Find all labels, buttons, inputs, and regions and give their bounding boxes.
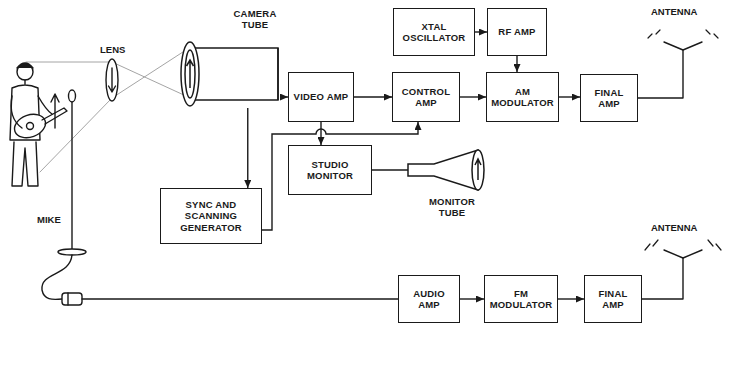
modulator-box: FM MODULATOR: [484, 275, 558, 323]
block-label: AM MODULATOR: [490, 86, 555, 109]
signal-arrow: [262, 122, 418, 230]
signal-arrow: [516, 56, 517, 72]
amplifier-box: CONTROL AMP: [392, 72, 460, 122]
signal-arrow: [320, 122, 321, 145]
block-label: CAMERA TUBE: [232, 8, 278, 31]
signal-arrow: [247, 108, 248, 188]
camera-tube: CAMERA TUBE: [176, 8, 280, 108]
signal-arrow: [558, 298, 584, 299]
lens: [106, 59, 118, 101]
part-label: MIKE: [36, 214, 62, 225]
amplifier-box: RF AMP: [487, 8, 547, 56]
amplifier-box: FINAL AMP: [584, 275, 642, 323]
signal-arrow: [559, 96, 580, 97]
oscillator-box: XTAL OSCILLATOR: [393, 8, 475, 56]
block-label: FINAL AMP: [588, 288, 638, 311]
amplifier-box: AUDIO AMP: [398, 275, 460, 323]
object-arrow: [51, 94, 59, 128]
block-label: AUDIO AMP: [402, 288, 456, 311]
signal-arrow: [475, 31, 487, 32]
signal-arrow: [372, 169, 408, 170]
light-ray: [26, 50, 186, 172]
antenna-label: ANTENNA: [650, 222, 698, 233]
modulator-box: AM MODULATOR: [486, 72, 559, 122]
performer-figure: [10, 63, 67, 186]
monitor-box: STUDIO MONITOR: [288, 145, 372, 195]
microphone-stand: [42, 90, 398, 305]
signal-arrow: [460, 96, 486, 97]
block-label: FM MODULATOR: [488, 288, 554, 311]
block-label: SYNC AND SCANNING GENERATOR: [164, 199, 258, 233]
signal-arrow: [280, 96, 288, 97]
block-label: CONTROL AMP: [396, 86, 456, 109]
signal-arrow: [460, 298, 484, 299]
block-label: FINAL AMP: [584, 87, 634, 110]
generator-box: SYNC AND SCANNING GENERATOR: [160, 188, 262, 244]
antenna-label: ANTENNA: [650, 6, 698, 17]
part-label: LENS: [99, 44, 126, 55]
block-label: RF AMP: [498, 26, 535, 37]
block-label: STUDIO MONITOR: [292, 159, 368, 182]
block-label: VIDEO AMP: [294, 91, 349, 102]
block-label: XTAL OSCILLATOR: [397, 21, 471, 44]
amplifier-box: FINAL AMP: [580, 74, 638, 122]
block-label: MONITOR TUBE: [422, 196, 482, 219]
monitor-tube: MONITOR TUBE: [408, 150, 496, 230]
signal-arrow: [354, 96, 392, 97]
amplifier-box: VIDEO AMP: [288, 72, 354, 122]
antenna-feed: [636, 30, 721, 299]
